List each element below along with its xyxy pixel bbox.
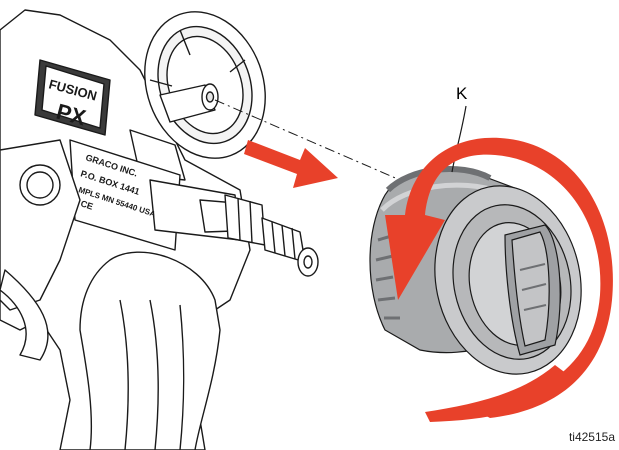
ring-spoke (149, 79, 173, 87)
spray-gun (0, 9, 319, 450)
hex-edge (249, 200, 253, 244)
logo-badge-inner (41, 65, 105, 129)
hex-nut (224, 194, 266, 246)
side-port-inner (26, 171, 54, 199)
trigger (0, 269, 49, 361)
rotation-arrow-tail (425, 365, 575, 422)
figure-id: ti42515a (568, 430, 615, 444)
handle-groove (149, 299, 159, 450)
cap-wing-slot (519, 263, 547, 311)
center-line (214, 99, 401, 181)
ce-mark: CE (79, 198, 94, 211)
chamber-pin (159, 84, 216, 123)
hex-edge (237, 197, 241, 241)
handle-groove (179, 304, 185, 450)
callout-leader (451, 105, 467, 173)
cap-wing-face (511, 231, 550, 347)
retaining-ring-k (369, 165, 582, 375)
qc-ring (291, 227, 296, 260)
ring-spoke (179, 29, 191, 56)
ring-spoke (229, 59, 246, 73)
qc-end-hole (303, 255, 313, 269)
handle-groove (119, 299, 129, 450)
qc-ring (281, 224, 286, 257)
handle (79, 251, 221, 450)
chamber-pin-tip (205, 91, 215, 103)
callout-k-label: K (456, 84, 468, 103)
grip-ribs (375, 233, 400, 320)
removal-arrow-icon (244, 140, 338, 188)
qc-ring (271, 221, 276, 254)
